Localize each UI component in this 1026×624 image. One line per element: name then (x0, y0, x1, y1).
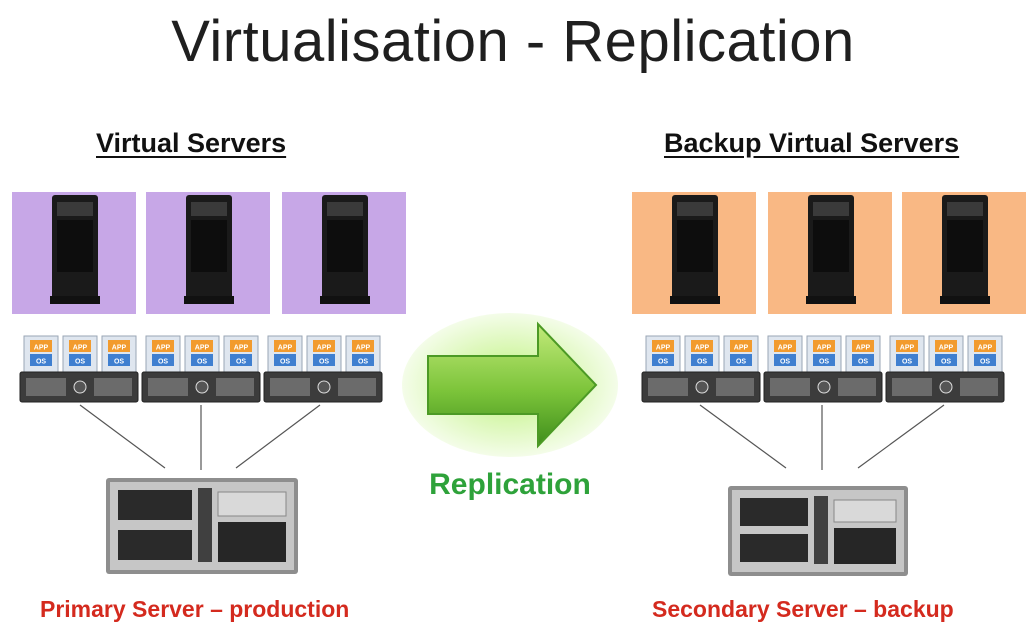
secondary-server-caption: Secondary Server – backup (652, 596, 954, 622)
os-badge-label: OS (236, 359, 246, 366)
app-badge-label: APP (939, 345, 954, 352)
os-badge-label: OS (980, 359, 990, 366)
os-badge-label: OS (358, 359, 368, 366)
hypervisor-appliance: APP OS APP OS APP OS (641, 335, 761, 403)
app-os-badge-icon: APP OS (345, 335, 381, 373)
app-badge-label: APP (34, 345, 49, 352)
os-badge-label: OS (158, 359, 168, 366)
tower-server-icon (282, 192, 406, 314)
secondary-rack-server-icon (728, 486, 908, 576)
os-badge-label: OS (36, 359, 46, 366)
app-os-badge-icon: APP OS (23, 335, 59, 373)
os-badge-label: OS (280, 359, 290, 366)
app-os-badge-icon: APP OS (889, 335, 925, 373)
backup-virtual-servers-heading: Backup Virtual Servers (664, 128, 960, 158)
app-badge-label: APP (656, 345, 671, 352)
tower-server-icon (146, 192, 270, 314)
os-badge-label: OS (941, 359, 951, 366)
hypervisor-appliance: APP OS APP OS APP OS (263, 335, 383, 403)
primary-rack-server-icon (106, 478, 298, 574)
connector-line (857, 404, 945, 469)
primary-server-caption: Primary Server – production (40, 596, 350, 622)
os-badge-label: OS (114, 359, 124, 366)
app-badge-label: APP (856, 345, 871, 352)
os-badge-label: OS (858, 359, 868, 366)
os-badge-label: OS (75, 359, 85, 366)
app-badge-label: APP (356, 345, 371, 352)
app-os-badge-icon: APP OS (306, 335, 342, 373)
virtual-servers-heading: Virtual Servers (96, 128, 287, 158)
app-badge-label: APP (317, 345, 332, 352)
virtual-server-tile (12, 192, 136, 314)
hypervisor-appliance: APP OS APP OS APP OS (763, 335, 883, 403)
app-badge-label: APP (817, 345, 832, 352)
connector-line (79, 404, 166, 469)
os-badge-label: OS (319, 359, 329, 366)
app-os-badge-icon: APP OS (267, 335, 303, 373)
app-badge-label: APP (734, 345, 749, 352)
virtual-server-tile (146, 192, 270, 314)
app-badge-label: APP (900, 345, 915, 352)
page-title: Virtualisation - Replication (171, 9, 855, 74)
hypervisor-appliance: APP OS APP OS APP OS (885, 335, 1005, 403)
app-badge-label: APP (195, 345, 210, 352)
app-os-badge-icon: APP OS (62, 335, 98, 373)
virtual-server-tile (282, 192, 406, 314)
tower-server-icon (632, 192, 756, 314)
replication-arrow-icon (402, 313, 618, 457)
os-badge-label: OS (658, 359, 668, 366)
app-os-badge-icon: APP OS (684, 335, 720, 373)
tower-server-icon (12, 192, 136, 314)
tower-server-icon (902, 192, 1026, 314)
backup-virtual-server-tile (902, 192, 1026, 314)
os-badge-label: OS (697, 359, 707, 366)
app-badge-label: APP (695, 345, 710, 352)
os-badge-label: OS (819, 359, 829, 366)
app-os-badge-icon: APP OS (967, 335, 1003, 373)
app-os-badge-icon: APP OS (184, 335, 220, 373)
app-os-badge-icon: APP OS (223, 335, 259, 373)
app-badge-label: APP (978, 345, 993, 352)
replication-label: Replication (429, 468, 591, 501)
backup-virtual-server-tile (768, 192, 892, 314)
os-badge-label: OS (780, 359, 790, 366)
app-badge-label: APP (73, 345, 88, 352)
connector-line (235, 404, 321, 469)
app-os-badge-icon: APP OS (767, 335, 803, 373)
os-badge-label: OS (736, 359, 746, 366)
os-badge-label: OS (197, 359, 207, 366)
app-os-badge-icon: APP OS (845, 335, 881, 373)
hypervisor-appliances: APP OS APP OS APP OS APP OS APP OS APP OS APP OS APP OS… (19, 335, 1005, 403)
app-badge-label: APP (112, 345, 127, 352)
os-badge-label: OS (902, 359, 912, 366)
backup-virtual-server-tile (632, 192, 756, 314)
app-badge-label: APP (278, 345, 293, 352)
app-badge-label: APP (234, 345, 249, 352)
connector-line (699, 404, 787, 469)
hypervisor-appliance: APP OS APP OS APP OS (19, 335, 139, 403)
app-badge-label: APP (778, 345, 793, 352)
app-os-badge-icon: APP OS (101, 335, 137, 373)
app-badge-label: APP (156, 345, 171, 352)
app-os-badge-icon: APP OS (145, 335, 181, 373)
hypervisor-appliance: APP OS APP OS APP OS (141, 335, 261, 403)
tower-server-icon (768, 192, 892, 314)
